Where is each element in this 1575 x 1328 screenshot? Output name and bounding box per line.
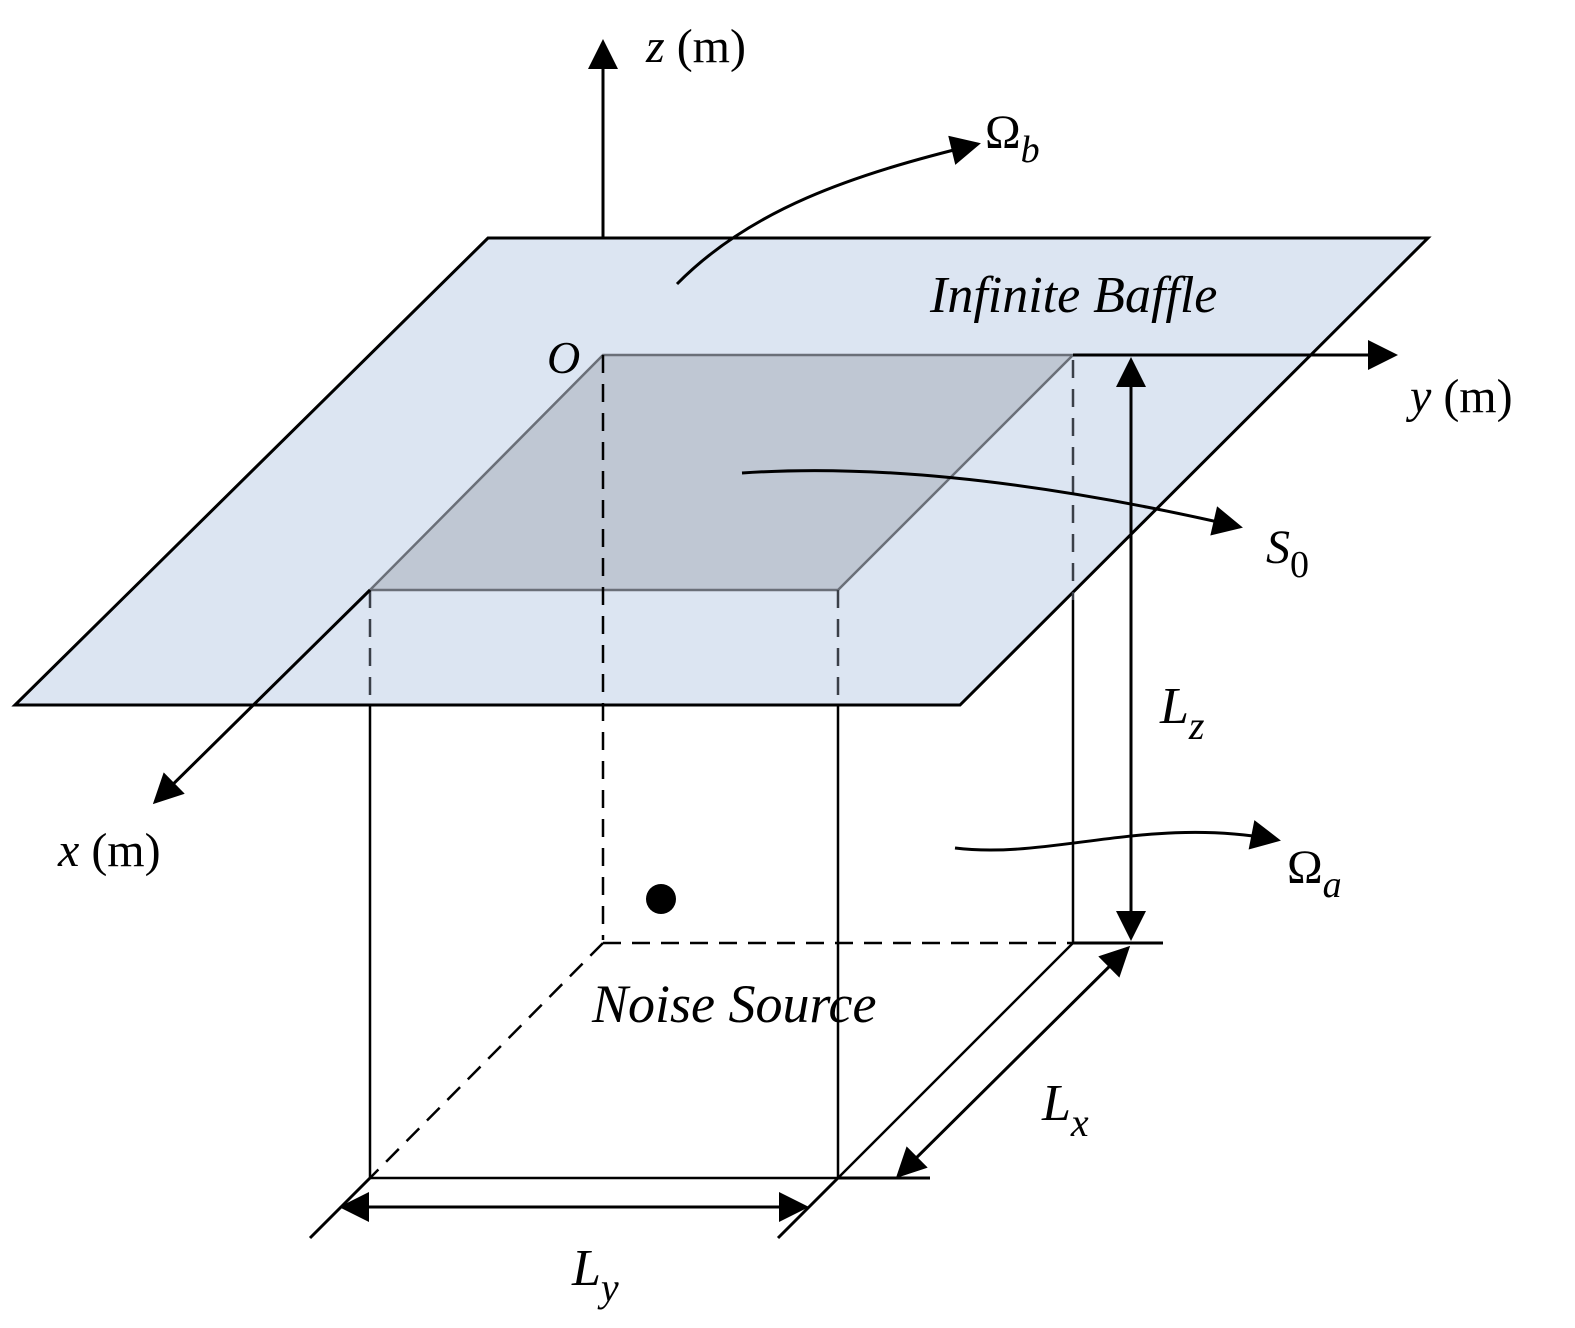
omega-a-label: Ωa	[1287, 841, 1342, 906]
y-axis-label: y (m)	[1405, 370, 1513, 423]
omega-a-leader	[954, 820, 1281, 852]
noise-source-point	[646, 884, 676, 914]
x-axis	[152, 588, 372, 805]
lx-dimension-arrow	[895, 945, 1131, 1179]
bottom-left-dashed	[369, 942, 604, 1179]
x-axis-label: x (m)	[57, 824, 161, 877]
omega-b-leader	[675, 135, 981, 286]
s0-label: S0	[1266, 521, 1309, 586]
infinite-baffle-label: Infinite Baffle	[929, 267, 1217, 324]
lz-label: Lz	[1159, 678, 1205, 748]
omega-b-label: Ωb	[985, 106, 1040, 171]
z-axis-label: z (m)	[645, 20, 746, 73]
s0-leader	[741, 469, 1243, 536]
ly-label: Ly	[571, 1240, 619, 1310]
noise-source-label: Noise Source	[591, 974, 876, 1034]
lx-label: Lx	[1041, 1075, 1089, 1145]
origin-label: O	[547, 332, 580, 383]
